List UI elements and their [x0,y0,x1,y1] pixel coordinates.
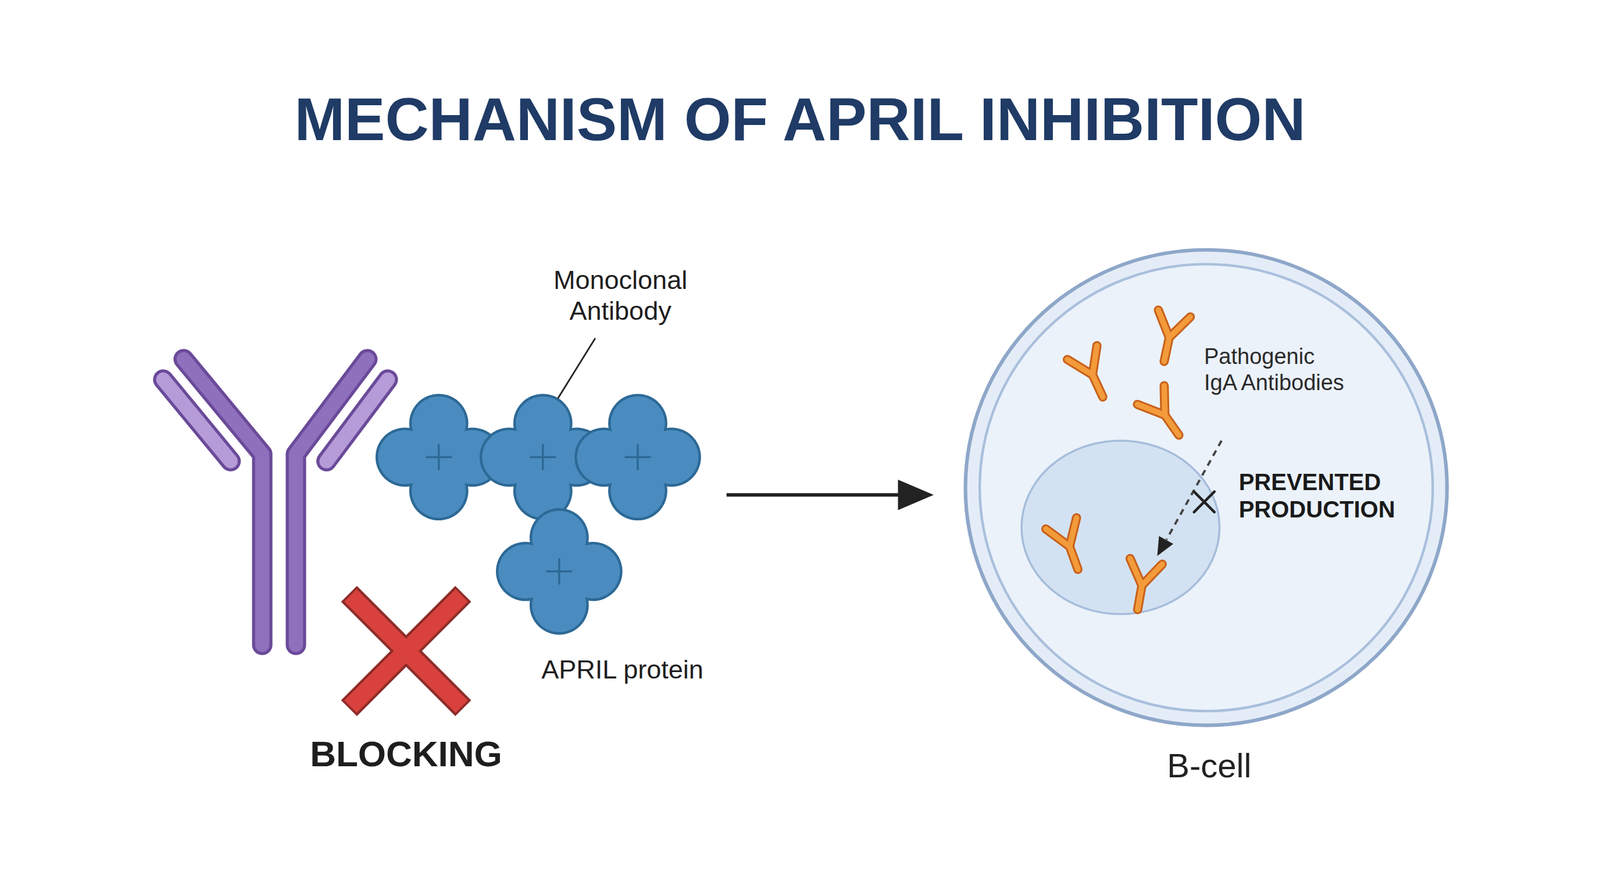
iga-chain [1141,561,1163,589]
protein-core [541,554,577,589]
iga-chain [1137,395,1165,425]
part-label: Monoclonal Antibody [523,264,717,327]
cell-nucleus [1021,440,1220,614]
blocked-arrow [1166,440,1222,540]
protein-core [421,439,457,475]
block-cross [348,593,464,709]
cross-bar [350,595,462,707]
iga-chain [1069,546,1078,570]
cross-bar [350,595,462,707]
iga-chain [1164,415,1179,436]
diagram-title: MECHANISM OF APRIL INHIBITION [0,83,1600,156]
leader-line [558,338,595,399]
action-label: BLOCKING [243,732,570,775]
iga-chain [1137,585,1142,610]
iga-chain [1092,375,1103,398]
iga-chain [1150,386,1178,416]
iga-chain [1169,313,1191,341]
iga-antibody [1121,558,1163,613]
stop-mark [1193,491,1214,513]
cross-bar [348,593,464,709]
protein-groove [541,444,545,470]
protein-groove [558,559,561,584]
protein-core [620,439,656,475]
cell-inner-membrane [979,264,1433,712]
iga-chain [1163,337,1170,362]
cell-outline [959,244,1455,806]
april-protein [574,393,702,521]
part-label: APRIL protein [489,654,755,685]
cell-name: B-cell [1056,745,1363,786]
protein-groove [636,444,639,470]
arrow-head [1156,536,1174,556]
iga-chain [1169,313,1191,341]
cross-bar [348,593,464,709]
iga-chain [1141,561,1163,589]
heavy-chain [183,359,263,645]
iga-chain [1092,375,1103,398]
protein-core [525,439,561,475]
iga-chain [1069,546,1078,570]
flow-arrow [726,493,903,497]
iga-chain [1081,345,1107,375]
arrow-head [897,479,934,511]
light-chain [163,379,231,462]
b-cell: Pathogenic IgA AntibodiesPREVENTED PRODU… [959,244,1455,806]
cell-membrane [965,250,1447,726]
iga-chain [1163,337,1170,362]
iga-chain [1045,523,1070,553]
cell-content-label: Pathogenic IgA Antibodies [1204,343,1350,396]
heavy-chain [183,359,263,645]
april-protein [495,508,623,635]
iga-antibody [1148,310,1191,366]
iga-chain [1137,585,1142,610]
protein-groove [437,444,441,470]
iga-chain [1067,352,1093,382]
status-label: PREVENTED PRODUCTION [1238,468,1412,524]
iga-chain [1061,518,1085,547]
stop-mark [1193,491,1214,513]
iga-antibody [1045,518,1094,575]
iga-chain [1164,415,1179,436]
iga-antibody [1137,386,1192,445]
light-chain [163,379,231,462]
iga-antibody [1067,345,1119,405]
